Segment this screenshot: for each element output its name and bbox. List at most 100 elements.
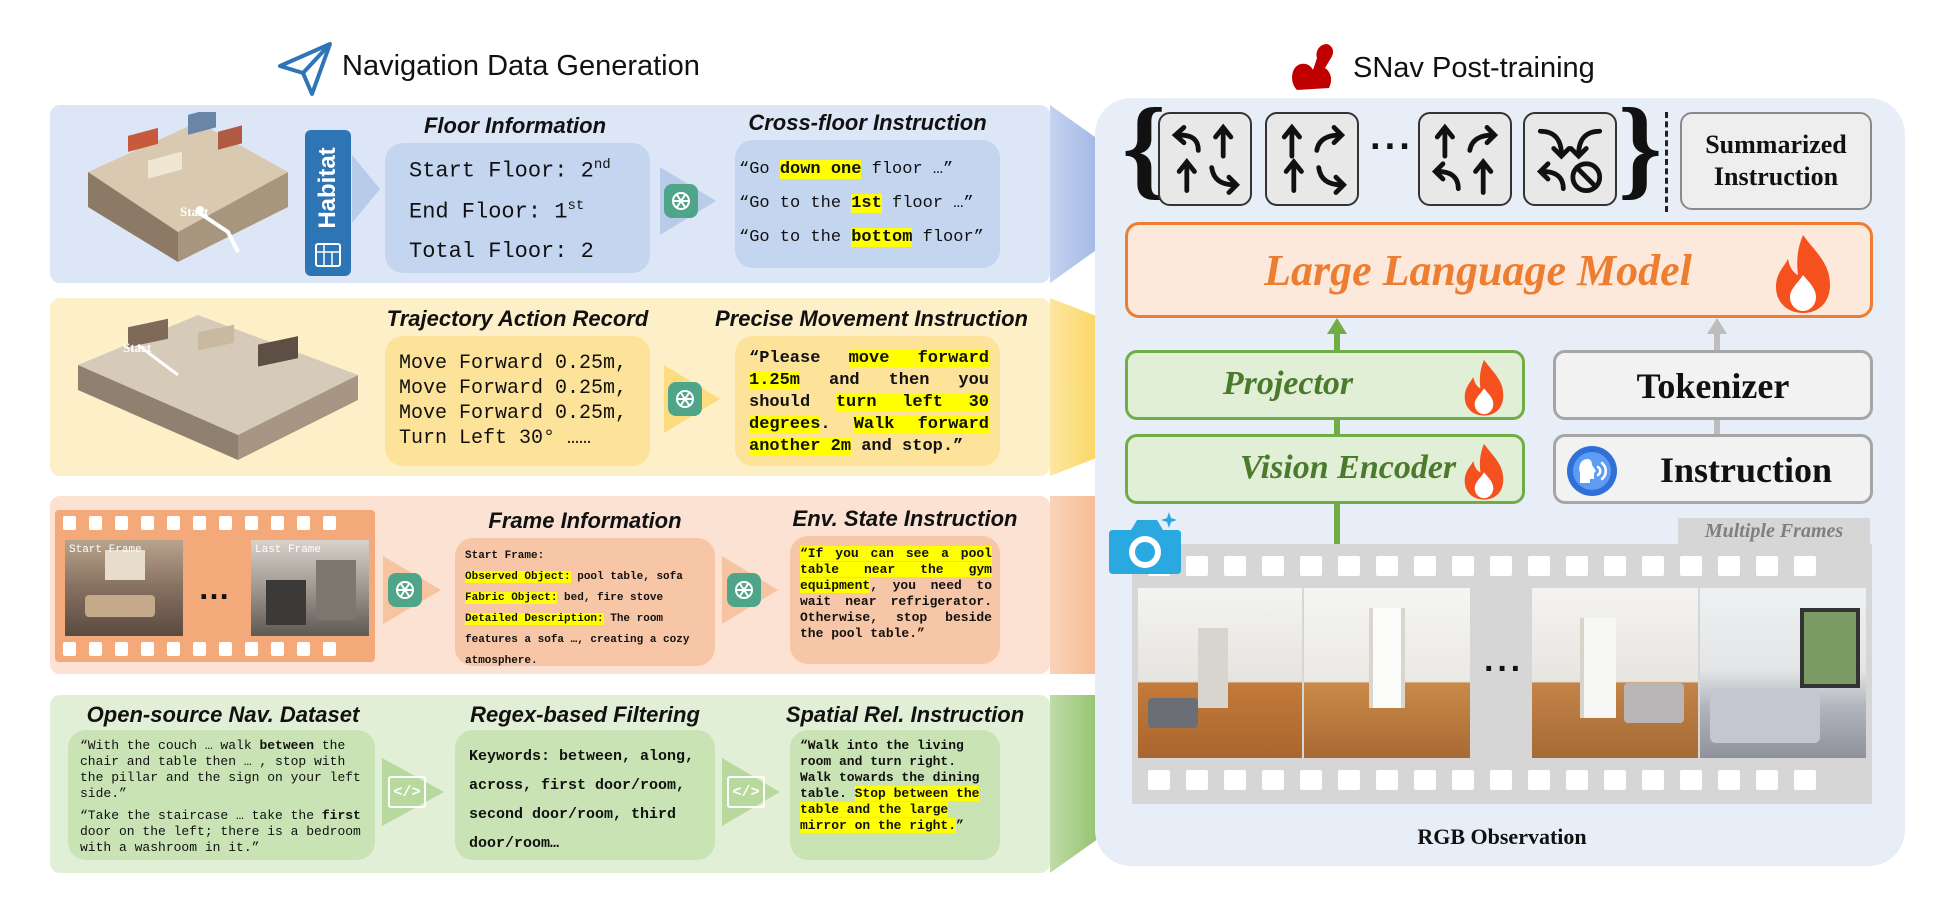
cf2-post: floor …” [881,194,974,213]
chatgpt-icon-row2 [668,382,702,416]
navigation-title-group: Navigation Data Generation [276,40,756,100]
frames-film-strip: ··· [1132,544,1872,804]
frames-sprocket-top [1148,556,1816,576]
ds2-seg-0: “Take the staircase … take the [80,808,322,823]
cf2-hl: 1st [851,194,882,213]
dataset-p1: “With the couch … walk between the chair… [80,738,365,802]
frame-field-fabric: Fabric Object: bed, fire stove [465,588,707,609]
paper-plane-icon [278,42,332,96]
start-frame-image [65,540,183,636]
house2-start-marker: Start [123,340,152,355]
cross-floor-heading: Cross-floor Instruction [748,110,987,135]
cross-floor-line-1: “Go down one floor …” [739,160,953,179]
cf1-hl: down one [779,160,862,179]
last-frame-label: Last Frame [255,544,322,556]
code-icon-row4a: </> [388,776,426,808]
arrow-tokenizer-to-llm [1714,330,1720,352]
film-strip-left: Start Frame … Last Frame [55,510,375,662]
traj-line-1: Move Forward 0.25m, [399,352,628,375]
frames-ellipsis: ··· [1484,650,1524,688]
dashed-separator [1665,112,1668,212]
trajectory-heading: Trajectory Action Record [386,306,649,331]
connector-instruction-tokenizer [1714,420,1720,434]
frames-sprocket-bottom [1148,770,1816,790]
llm-label: Large Language Model [1264,246,1692,295]
llm-box: Large Language Model [1125,222,1873,318]
habitat-label: Habitat [314,147,341,229]
speaking-head-icon [1567,446,1617,496]
filter-box: Keywords: between, along, across, first … [455,730,715,860]
summarized-box: Summarized Instruction [1680,112,1872,210]
rgb-frame-3 [1532,588,1698,758]
fire-icon-vision [1464,443,1504,500]
connector-vision-projector [1334,420,1340,434]
right-brace: } [1618,86,1663,210]
frame-intro: Start Frame: [465,550,545,562]
trajectory-box: Move Forward 0.25m, Move Forward 0.25m, … [385,336,650,466]
arrow-habitat-to-floor [352,155,380,223]
filter-heading: Regex-based Filtering [470,702,700,727]
floor-info-box: Start Floor: 2nd End Floor: 1st Total Fl… [385,143,650,273]
arrow-dataset-to-filter [382,758,444,826]
house-start-marker: Start [180,204,209,219]
summarized-label: Summarized Instruction [1705,130,1847,191]
multiple-frames-tab: Multiple Frames [1678,518,1870,546]
cf3-pre: “Go to the [739,228,852,247]
dataset-heading: Open-source Nav. Dataset [86,702,360,727]
film-sprocket-top [63,516,336,530]
floor-line-end: End Floor: 1st [409,198,584,224]
spatial-text: “Walk into the living room and turn righ… [800,738,992,834]
precise-seg-0: “Please [749,349,849,368]
frame-field-observed: Observed Object: pool table, sofa [465,567,707,588]
env-seg-1: , you need to wait near refrigerator. Ot… [800,578,992,641]
description-key: Detailed Description: [465,613,604,625]
floor-line-total: Total Floor: 2 [409,239,594,264]
observed-val: pool table, sofa [570,571,683,583]
camera-icon [1109,512,1181,574]
navigation-title: Navigation Data Generation [342,50,700,82]
ds1-seg-2: the chair and table then … , stop with t… [80,738,361,801]
cf3-post: floor” [912,228,984,247]
actions-ellipsis: ··· [1370,126,1414,168]
spatial-heading: Spatial Rel. Instruction [785,702,1025,727]
precise-heading: Precise Movement Instruction [715,306,1028,331]
habitat-badge: Habitat [305,130,351,276]
fabric-key: Fabric Object: [465,592,558,604]
action-box-4 [1523,112,1617,206]
vision-encoder-label: Vision Encoder [1239,449,1457,486]
floor-start-val: 2 [580,158,594,184]
precise-seg-2: and then you should [749,371,989,412]
traj-line-4: Turn Left 30° …… [399,427,592,450]
ds2-seg-2: door on the left; there is a bedroom wit… [80,824,361,855]
floor-start-key: Start Floor: [409,158,568,184]
action-box-2 [1265,112,1359,206]
frame-field-description: Detailed Description: The room features … [465,609,707,672]
spatial-seg-0: “Walk into the living room and turn righ… [800,738,980,801]
rgb-frame-1 [1138,588,1302,758]
floor-start-sup: nd [593,157,611,173]
dataset-box: “With the couch … walk between the chair… [68,730,375,860]
arrow-filter-to-instr [722,758,780,826]
floor-end-val: 1 [554,199,568,225]
env-state-box: “If you can see a pool table near the gy… [790,536,1000,664]
floor-end-key: End Floor: [409,199,542,225]
arrowhead-projector [1327,318,1347,334]
flexed-arm-icon [1292,44,1334,90]
env-state-text: “If you can see a pool table near the gy… [800,546,992,642]
precise-seg-6: and stop.” [851,437,964,456]
instruction-box: Instruction [1553,434,1873,504]
floor-end-sup: st [567,198,585,214]
cf3-hl: bottom [851,228,913,247]
projector-box: Projector [1125,350,1525,420]
cross-floor-line-3: “Go to the bottom floor” [739,228,984,247]
chatgpt-icon-row3a [388,573,422,607]
description-val: The room features a sofa …, creating a c… [465,613,690,667]
filter-text: Keywords: between, along, across, first … [469,748,695,852]
map-icon [315,243,341,267]
fire-icon-llm [1776,235,1830,313]
snav-title-group: SNav Post-training [1285,40,1685,98]
instruction-label: Instruction [1659,450,1833,490]
chatgpt-icon-row1 [664,184,698,218]
floor-info-heading: Floor Information [423,113,607,138]
dataset-p2: “Take the staircase … take the first doo… [80,808,365,856]
